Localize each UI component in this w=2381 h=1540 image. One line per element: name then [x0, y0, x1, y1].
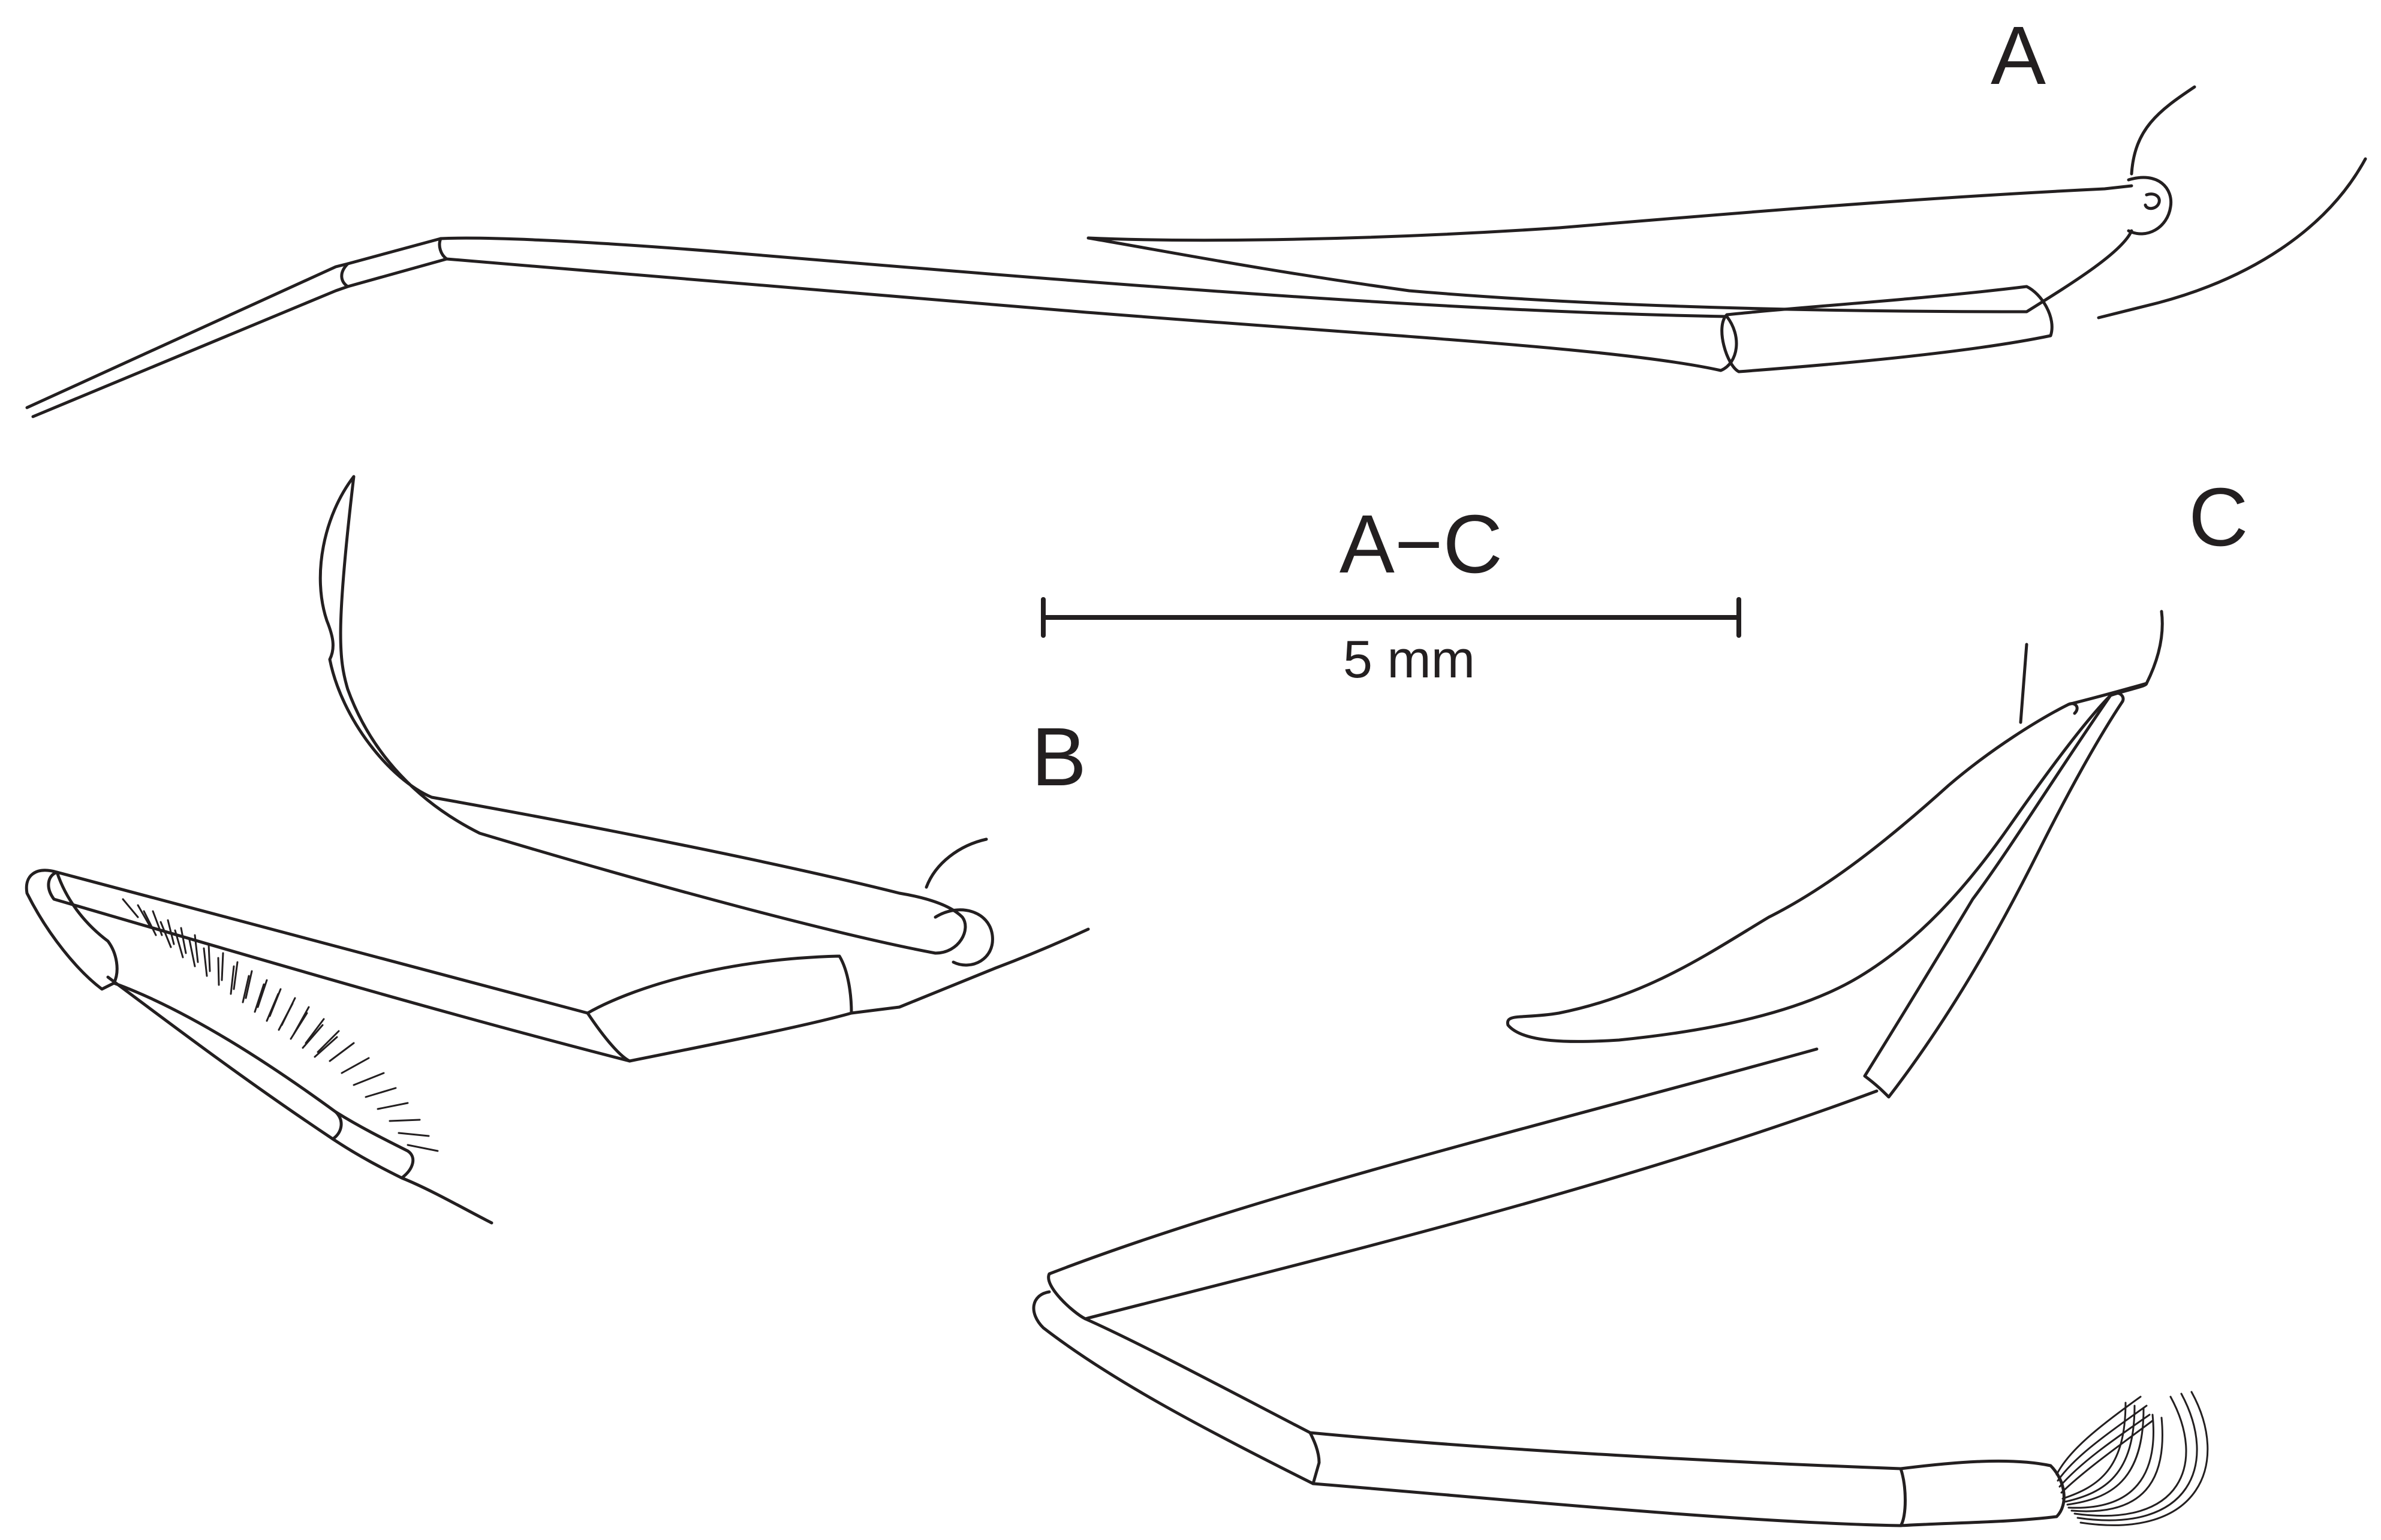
panel-b-femur — [586, 954, 853, 1063]
scale-bar-length: 5 mm — [1343, 629, 1475, 689]
panel-b-drawing — [25, 475, 1090, 1225]
panel-b-spur — [318, 475, 967, 955]
panel-c-tarsus-lower — [1032, 1290, 1321, 1485]
panel-c-drawing — [1032, 610, 2209, 1527]
panel-b-tarsus-tip — [331, 1110, 493, 1225]
scale-bar[interactable] — [1041, 597, 1741, 638]
panel-a-tarsus — [438, 236, 1738, 372]
panel-c-setae — [2055, 1391, 2209, 1526]
panel-b-tibia — [47, 870, 631, 1063]
panel-a-drawing — [25, 85, 2367, 418]
panel-c-tibia — [1863, 694, 2124, 1099]
panel-b-socket — [850, 837, 1090, 1015]
panel-b-setae — [122, 898, 439, 1152]
panel-c-tarsus-tip — [1899, 1459, 2066, 1527]
panel-a-tibia — [1720, 285, 2054, 373]
panel-c-femur — [1506, 610, 2164, 1043]
scale-bar-label: A−C — [1339, 498, 1503, 590]
panel-a-label: A — [1991, 10, 2046, 102]
panel-c-label: C — [2189, 471, 2248, 563]
panel-c-tarsus-long — [1047, 1047, 1879, 1321]
panel-a-coxa-outline — [2097, 85, 2367, 320]
panel-a-femur — [1086, 184, 2133, 314]
panel-a-socket — [2127, 176, 2173, 236]
panel-b-label: B — [1031, 711, 1086, 803]
panel-b-tarsus-main — [106, 975, 343, 1141]
panel-a-distal-segment — [340, 237, 448, 288]
panel-c-tarsus-segment — [1308, 1431, 1907, 1527]
panel-b-tarsus-lower — [25, 869, 119, 991]
panel-c-coxa — [2019, 643, 2125, 724]
panel-a-claw-segment — [25, 262, 350, 418]
